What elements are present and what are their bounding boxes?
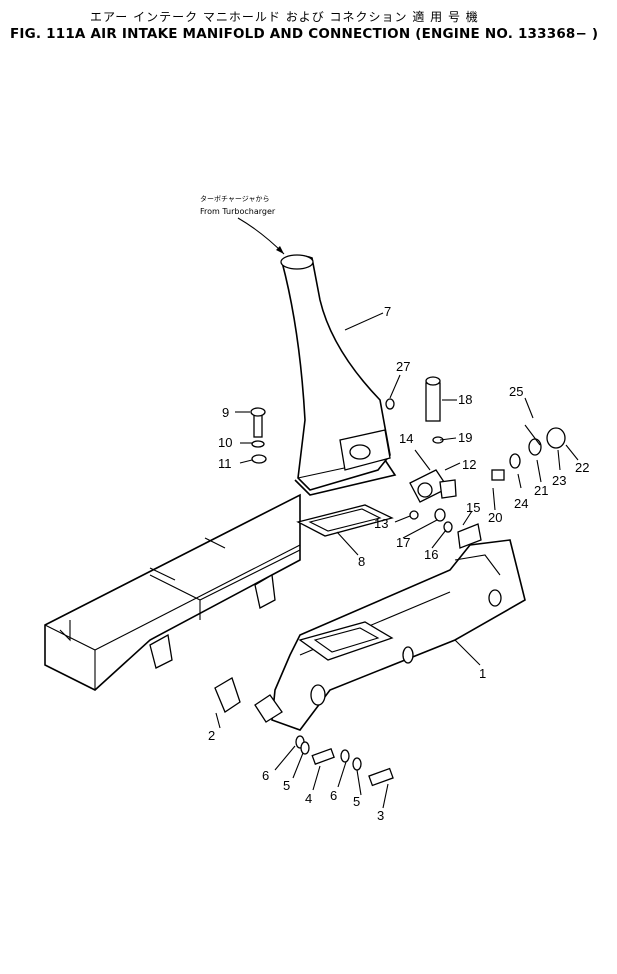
part-label-21: 21 [534, 483, 548, 498]
part-label-7: 7 [384, 304, 391, 319]
intake-elbow-pipe [280, 254, 397, 496]
part-label-6: 6 [262, 768, 269, 783]
part-label-13: 13 [374, 516, 388, 531]
source-label-japanese: ターボチャージャから [200, 195, 270, 203]
part-label-5b: 5 [353, 794, 360, 809]
part-label-11: 11 [218, 456, 232, 471]
part-label-27: 27 [396, 359, 410, 374]
part-number-labels: 1 2 3 4 5 6 7 8 9 10 11 12 13 14 15 16 1… [208, 304, 589, 823]
source-label: From Turbocharger [200, 207, 276, 216]
part-label-25: 25 [509, 384, 523, 399]
leader-lines [215, 312, 579, 809]
part-label-17: 17 [396, 535, 410, 550]
part-label-1: 1 [479, 666, 486, 681]
part-label-19: 19 [458, 430, 472, 445]
engine-block [44, 493, 301, 691]
part-label-18: 18 [458, 392, 472, 407]
part-label-8: 8 [358, 554, 365, 569]
intake-manifold [271, 539, 526, 731]
part-label-4: 4 [305, 791, 312, 806]
part-label-3: 3 [377, 808, 384, 823]
part-label-16: 16 [424, 547, 438, 562]
gasket-2 [214, 677, 241, 713]
part-label-20: 20 [488, 510, 502, 525]
part-label-24: 24 [514, 496, 528, 511]
part-label-2: 2 [208, 728, 215, 743]
fasteners [250, 376, 566, 787]
part-label-12: 12 [462, 457, 476, 472]
part-label-23: 23 [552, 473, 566, 488]
part-label-10: 10 [218, 435, 232, 450]
part-label-22: 22 [575, 460, 589, 475]
title-japanese: エアー インテーク マニホールド および コネクション 適 用 号 機 [90, 10, 479, 24]
part-label-6b: 6 [330, 788, 337, 803]
part-label-14: 14 [399, 431, 413, 446]
part-label-9: 9 [222, 405, 229, 420]
part-label-5: 5 [283, 778, 290, 793]
figure-title: FIG. 111A AIR INTAKE MANIFOLD AND CONNEC… [10, 26, 599, 42]
turbocharger-arrow [237, 217, 285, 255]
part-label-15: 15 [466, 500, 480, 515]
